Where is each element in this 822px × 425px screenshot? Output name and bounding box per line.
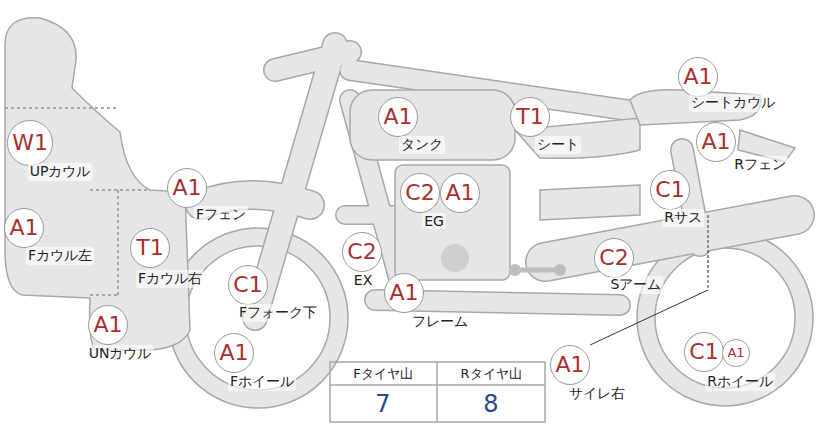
part-name: タンク (399, 136, 445, 154)
callout-code: W1 (12, 132, 48, 154)
callout-circle: A1 (696, 122, 736, 162)
table-value: 7 (373, 390, 392, 418)
table-header: Rタイヤ山 (458, 365, 523, 383)
callout-circle: T1 (130, 228, 170, 268)
callout-circle: A1 (378, 97, 418, 137)
callout-circle: W1 (7, 120, 53, 166)
callout-code: A1 (683, 66, 712, 88)
callout-circle: A1 (384, 273, 424, 313)
part-name: フレーム (410, 313, 470, 331)
callout-code: A1 (701, 131, 730, 153)
callout-circle: A1 (4, 208, 44, 248)
part-name: Fカウル左 (26, 247, 94, 265)
callout-code: C1 (689, 341, 718, 363)
callout-code: A1 (383, 106, 412, 128)
part-name: Fフェン (194, 206, 248, 224)
part-name: シート (535, 136, 581, 154)
part-name: Fカウル右 (136, 270, 204, 288)
callout-circle: A1 (722, 339, 749, 366)
callout-circle: T1 (510, 97, 550, 137)
callout-code: A1 (389, 282, 418, 304)
part-name: EX (352, 272, 374, 288)
table-value: 8 (481, 390, 500, 418)
part-name: Fホイール (228, 373, 296, 391)
callout-code: A1 (93, 314, 122, 336)
callout-code: C2 (405, 182, 434, 204)
part-name: UPカウル (28, 163, 93, 181)
callout-code: T1 (136, 237, 163, 259)
callout-code: C2 (599, 247, 628, 269)
callout-circle: C2 (594, 238, 634, 278)
part-name: Rフェン (732, 156, 788, 174)
part-name: EG (422, 213, 446, 229)
callout-code: C1 (655, 179, 684, 201)
callout-code: A1 (9, 217, 38, 239)
part-name: シートカウル (689, 94, 777, 112)
part-name: Rホイール (705, 373, 775, 391)
part-name: Sアーム (609, 276, 664, 294)
callout-code: C2 (347, 241, 376, 263)
callout-circle: C1 (650, 170, 690, 210)
callout-circle: C2 (342, 232, 382, 272)
callout-circle: A1 (678, 57, 718, 97)
part-name: Rサス (662, 209, 704, 227)
callout-circle: A1 (214, 333, 254, 373)
callout-circle: A1 (88, 305, 128, 345)
part-name: Fフォーク下 (237, 304, 319, 322)
tire-table (330, 362, 545, 422)
callout-circle: C1 (228, 265, 268, 305)
callout-circle: A1 (550, 345, 590, 385)
part-name: UNカウル (87, 345, 154, 363)
callout-circle: C2 (400, 173, 440, 213)
callout-circle: C1 (684, 332, 724, 372)
callout-code: C1 (233, 274, 262, 296)
callout-code: A1 (445, 182, 474, 204)
callout-code: A1 (727, 346, 744, 359)
callout-code: A1 (555, 354, 584, 376)
callout-circle: A1 (167, 168, 207, 208)
callout-code: A1 (172, 177, 201, 199)
part-name: サイレ右 (567, 385, 627, 403)
callout-circle: A1 (440, 173, 480, 213)
callout-code: T1 (516, 106, 543, 128)
table-header: Fタイヤ山 (351, 365, 414, 383)
callout-code: A1 (219, 342, 248, 364)
